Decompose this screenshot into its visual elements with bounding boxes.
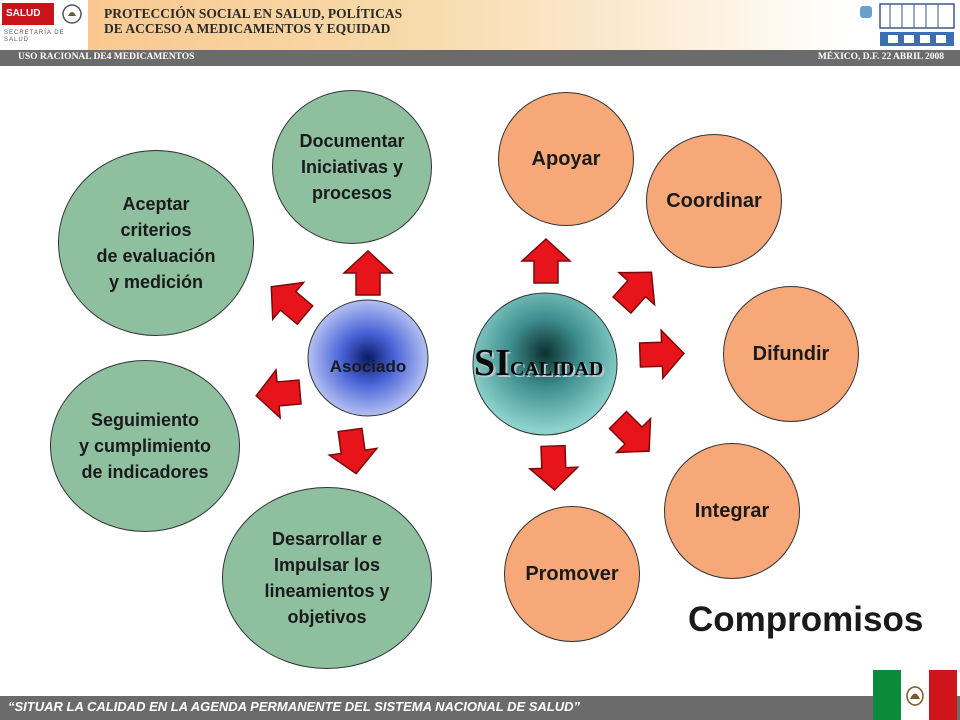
salud-logo: SALUD — [2, 3, 54, 25]
node-documentar: Documentar Iniciativas y procesos — [272, 90, 432, 244]
sicalidad-label: SICALIDAD — [474, 342, 603, 384]
arrow-to-documentar — [343, 250, 393, 296]
secretaria-label: SECRETARÍA DE SALUD — [4, 30, 65, 43]
ciess-logo-icon — [860, 3, 955, 46]
node-aceptar: Aceptar criterios de evaluación y medici… — [58, 150, 254, 336]
node-apoyar-label: Apoyar — [531, 147, 601, 170]
si-text: SI — [474, 342, 510, 384]
node-promover: Promover — [504, 506, 640, 642]
node-coordinar-label: Coordinar — [666, 189, 762, 212]
node-difundir: Difundir — [723, 286, 859, 422]
subheader-bar: USO RACIONAL DE4 MEDICAMENTOS MÉXICO, D.… — [0, 50, 960, 66]
arrow-to-coordinar — [603, 255, 671, 322]
calidad-text: CALIDAD — [510, 358, 603, 380]
footer-bar: “SITUAR LA CALIDAD EN LA AGENDA PERMANEN… — [0, 696, 960, 720]
node-desarrollar: Desarrollar e Impulsar los lineamientos … — [222, 487, 432, 669]
subbar-left-text: USO RACIONAL DE4 MEDICAMENTOS — [18, 52, 195, 62]
title-line-1: PROTECCIÓN SOCIAL EN SALUD, POLÍTICAS — [104, 6, 403, 21]
arrow-to-difundir — [638, 328, 686, 380]
node-desarrollar-label: Desarrollar e Impulsar los lineamientos … — [264, 529, 390, 627]
title-line-2: DE ACCESO A MEDICAMENTOS Y EQUIDAD — [104, 21, 391, 36]
node-seguimiento: Seguimiento y cumplimiento de indicadore… — [50, 360, 240, 532]
node-promover-label: Promover — [525, 562, 619, 585]
footer-slogan: “SITUAR LA CALIDAD EN LA AGENDA PERMANEN… — [8, 699, 581, 714]
mexico-seal-icon — [62, 4, 82, 24]
si-shadow: SI — [476, 344, 512, 386]
node-coordinar: Coordinar — [646, 134, 782, 268]
arrow-to-apoyar — [521, 238, 571, 284]
node-documentar-label: Documentar Iniciativas y procesos — [299, 131, 405, 203]
node-seguimiento-label: Seguimiento y cumplimiento de indicadore… — [78, 410, 212, 482]
subbar-right-text: MÉXICO, D.F. 22 ABRIL 2008 — [817, 52, 944, 62]
arrow-to-integrar — [600, 402, 667, 469]
sicalidad-shadow: SICALIDAD — [476, 344, 605, 386]
node-integrar-label: Integrar — [694, 499, 770, 522]
ciess-logo — [858, 0, 960, 50]
asociado-label: Asociado — [330, 357, 407, 376]
arrow-to-promover — [528, 444, 580, 492]
arrow-to-seguimiento — [253, 367, 303, 421]
node-aceptar-label: Aceptar criterios de evaluación y medici… — [96, 194, 216, 292]
logo-salud-area: SALUD SECRETARÍA DE SALUD — [0, 0, 88, 50]
asociado-circle — [307, 299, 429, 417]
node-integrar: Integrar — [664, 443, 800, 579]
mexico-flag-icon — [873, 670, 957, 720]
arrow-to-aceptar — [255, 267, 322, 335]
compromisos-heading: Compromisos — [688, 600, 924, 639]
header-band — [88, 0, 848, 50]
sicalidad-circle — [472, 292, 618, 436]
node-apoyar: Apoyar — [498, 92, 634, 226]
calidad-shadow: CALIDAD — [512, 360, 605, 382]
page-title: PROTECCIÓN SOCIAL EN SALUD, POLÍTICAS DE… — [104, 6, 402, 36]
node-difundir-label: Difundir — [752, 342, 830, 365]
arrow-to-desarrollar — [325, 425, 381, 478]
